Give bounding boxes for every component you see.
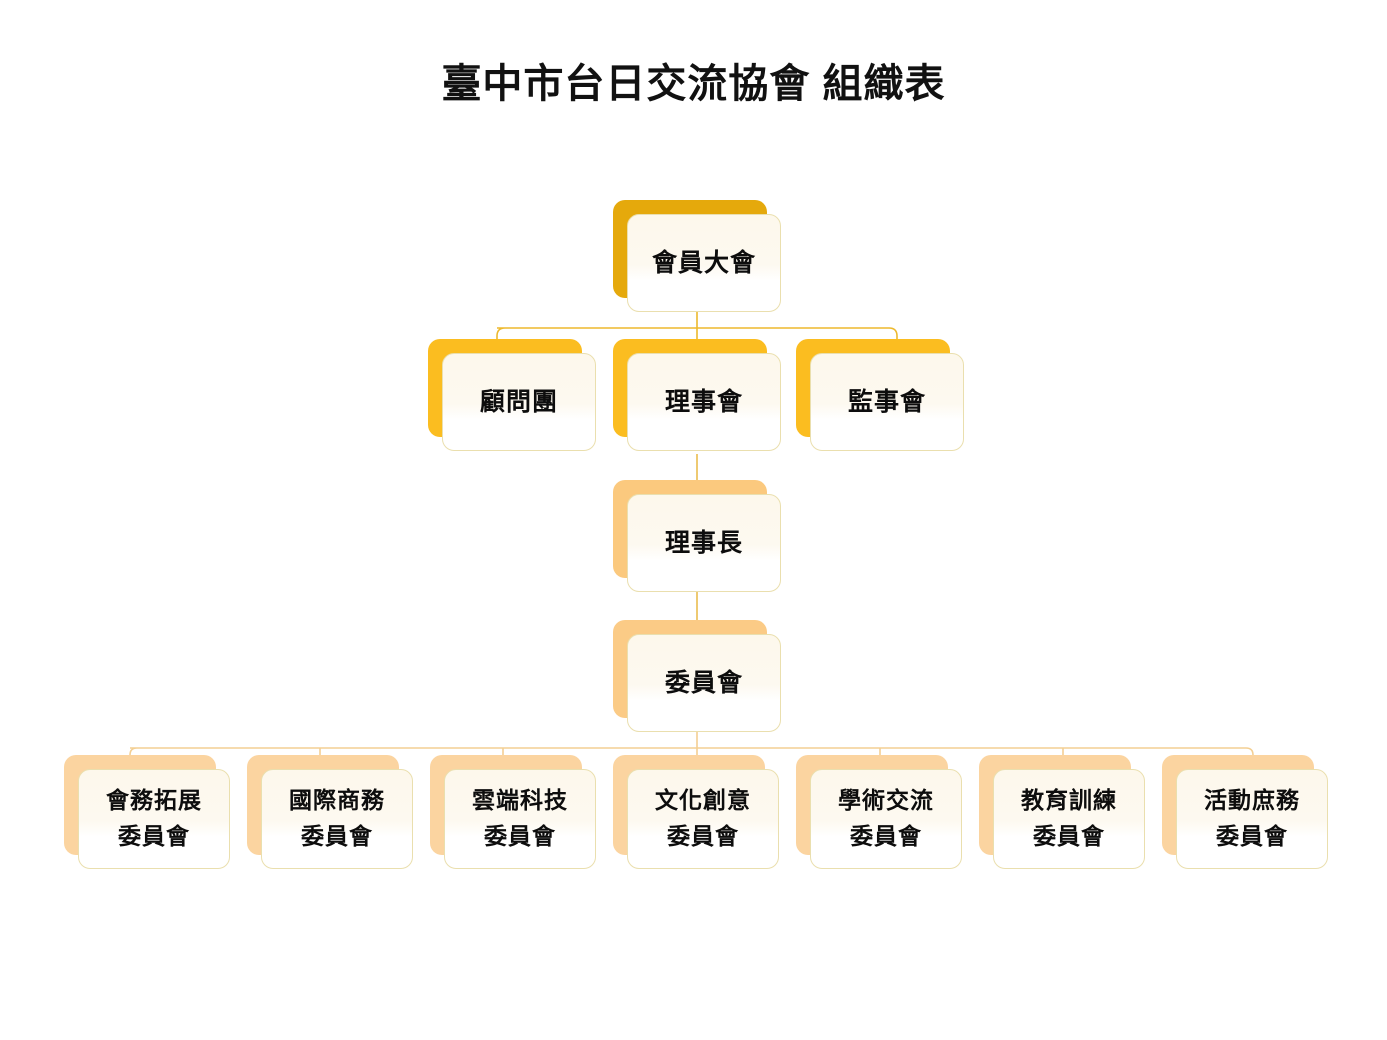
org-node-label-line2: 委員會 xyxy=(1216,823,1288,849)
node-card[interactable]: 會員大會 xyxy=(627,214,781,312)
node-card[interactable]: 顧問團 xyxy=(442,353,596,451)
org-node-label: 監事會 xyxy=(847,387,926,416)
org-node-committee-event-affairs[interactable]: 活動庶務 委員會 xyxy=(1162,755,1328,869)
org-node-label: 委員會 xyxy=(664,668,743,697)
org-node-committee-membership-development[interactable]: 會務拓展 委員會 xyxy=(64,755,230,869)
org-node-committee-cloud-technology[interactable]: 雲端科技 委員會 xyxy=(430,755,596,869)
org-node-label-line2: 委員會 xyxy=(118,823,190,849)
org-node-label: 理事長 xyxy=(664,528,743,557)
org-node-label-line1: 活動庶務 xyxy=(1204,787,1300,814)
org-node-committee-academic-exchange[interactable]: 學術交流 委員會 xyxy=(796,755,962,869)
org-node-label-line2: 委員會 xyxy=(301,823,373,849)
org-node-label-line2: 委員會 xyxy=(850,823,922,849)
org-node-label-line1: 教育訓練 xyxy=(1021,787,1117,814)
org-node-chairman[interactable]: 理事長 xyxy=(613,480,781,592)
org-node-label-line2: 委員會 xyxy=(667,823,739,849)
org-node-label-line1: 國際商務 xyxy=(289,787,385,814)
node-card[interactable]: 文化創意 委員會 xyxy=(627,769,779,869)
org-node-label-line2: 委員會 xyxy=(1033,823,1105,849)
org-node-board-of-directors[interactable]: 理事會 xyxy=(613,339,781,451)
node-card[interactable]: 教育訓練 委員會 xyxy=(993,769,1145,869)
node-card[interactable]: 委員會 xyxy=(627,634,781,732)
org-node-label-line1: 雲端科技 xyxy=(472,787,568,814)
org-node-committee-hub[interactable]: 委員會 xyxy=(613,620,781,732)
org-node-committee-cultural-creative[interactable]: 文化創意 委員會 xyxy=(613,755,779,869)
org-node-label: 顧問團 xyxy=(479,387,558,416)
org-node-general-assembly[interactable]: 會員大會 xyxy=(613,200,781,312)
node-card[interactable]: 理事會 xyxy=(627,353,781,451)
org-node-label-line1: 文化創意 xyxy=(655,787,751,814)
node-card[interactable]: 理事長 xyxy=(627,494,781,592)
node-card[interactable]: 國際商務 委員會 xyxy=(261,769,413,869)
page-title: 臺中市台日交流協會 組織表 xyxy=(441,62,946,106)
node-card[interactable]: 會務拓展 委員會 xyxy=(78,769,230,869)
org-node-label-line2: 委員會 xyxy=(484,823,556,849)
org-node-advisory-group[interactable]: 顧問團 xyxy=(428,339,596,451)
org-node-committee-international-business[interactable]: 國際商務 委員會 xyxy=(247,755,413,869)
org-node-label: 理事會 xyxy=(664,387,743,416)
org-node-label-line1: 會務拓展 xyxy=(106,787,202,814)
node-card[interactable]: 監事會 xyxy=(810,353,964,451)
org-node-label: 會員大會 xyxy=(651,248,756,277)
org-node-board-of-supervisors[interactable]: 監事會 xyxy=(796,339,964,451)
node-card[interactable]: 雲端科技 委員會 xyxy=(444,769,596,869)
org-node-committee-education-training[interactable]: 教育訓練 委員會 xyxy=(979,755,1145,869)
org-node-label-line1: 學術交流 xyxy=(838,787,934,814)
node-card[interactable]: 學術交流 委員會 xyxy=(810,769,962,869)
node-card[interactable]: 活動庶務 委員會 xyxy=(1176,769,1328,869)
